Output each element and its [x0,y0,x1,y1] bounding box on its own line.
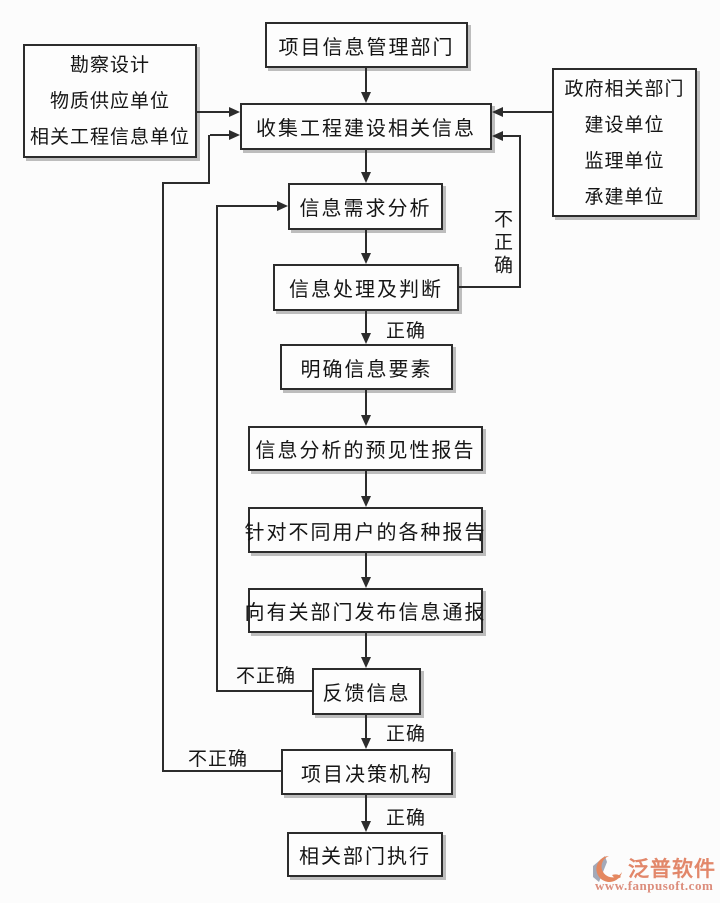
connector-notify-feedback [365,633,367,657]
connector-clarify-predictive [365,390,367,415]
edge-label-incorrect-feedback: 不正确 [236,665,297,687]
arrow-left-icon [492,131,503,141]
connector-demand-processing [365,230,367,253]
arrow-right-icon [229,107,240,117]
edge-label-incorrect-right: 不正确 [491,209,513,278]
feedback-decision-seg2 [162,182,164,772]
node-user-reports: 针对不同用户的各种报告 [245,507,485,553]
node-predictive-report: 信息分析的预见性报告 [248,426,483,471]
source-right-line: 监理单位 [584,149,665,172]
node-feedback: 反馈信息 [312,668,421,715]
arrow-down-icon [361,577,371,588]
connector-processing-clarify [365,311,367,333]
source-left-line: 相关工程信息单位 [29,126,190,148]
feedback-decision-seg3 [162,182,210,184]
node-decision: 项目决策机构 [281,749,453,795]
arrow-right-icon [277,201,288,211]
feedback-decision-seg5 [210,134,230,136]
arrow-down-icon [361,415,371,426]
arrow-down-icon [361,657,371,668]
node-demand-analysis: 信息需求分析 [288,183,443,230]
connector-feedback-decision [365,715,367,738]
node-execute: 相关部门执行 [287,832,443,877]
source-right-line: 政府相关部门 [564,77,685,100]
edge-label-correct-decision: 正确 [386,807,427,829]
feedback-decision-seg1 [164,770,281,772]
feedback-processing-seg3 [503,135,520,137]
arrow-down-icon [361,333,371,344]
source-right-line: 建设单位 [584,113,665,136]
connector-decision-execute [365,795,367,821]
edge-label-correct-processing: 正确 [386,320,427,342]
watermark-url: www.fanpusoft.com [595,878,714,893]
source-left-line: 物质供应单位 [49,90,170,112]
watermark: 泛普软件 www.fanpusoft.com [592,851,720,899]
node-notify: 向有关部门发布信息通报 [245,588,485,633]
connector-infodept-collect [365,68,367,92]
source-left-line: 勘察设计 [69,54,150,76]
arrow-down-icon [361,253,371,264]
feedback-decision-seg4 [208,135,210,184]
node-info-dept: 项目信息管理部门 [265,22,468,68]
connector-sourcesleft-collect [197,111,230,113]
node-processing: 信息处理及判断 [273,264,459,311]
feedback-processing-seg2 [519,135,521,288]
arrow-down-icon [361,172,371,183]
feedback-feedback-seg2 [216,205,218,692]
source-right-line: 承建单位 [584,185,665,208]
arrow-down-icon [361,92,371,103]
node-sources-right: 政府相关部门 建设单位 监理单位 承建单位 [552,68,697,217]
watermark-brand: 泛普软件 [628,858,716,881]
connector-collect-demand [365,150,367,172]
feedback-feedback-seg1 [218,690,312,692]
arrow-left-icon [492,107,503,117]
node-sources-left: 勘察设计 物质供应单位 相关工程信息单位 [23,44,197,158]
node-clarify: 明确信息要素 [280,344,453,390]
arrow-down-icon [361,496,371,507]
node-collect: 收集工程建设相关信息 [240,103,492,150]
feedback-feedback-seg3 [218,205,278,207]
feedback-processing-seg1 [459,286,521,288]
edge-label-correct-feedback: 正确 [386,723,427,745]
connector-userreports-notify [365,553,367,577]
connector-predictive-userreports [365,471,367,496]
arrow-right-icon [229,130,240,140]
edge-label-incorrect-decision: 不正确 [188,748,249,770]
arrow-down-icon [361,821,371,832]
fanpu-logo-icon [593,856,622,882]
connector-sourcesright-collect [503,111,552,113]
arrow-down-icon [361,738,371,749]
